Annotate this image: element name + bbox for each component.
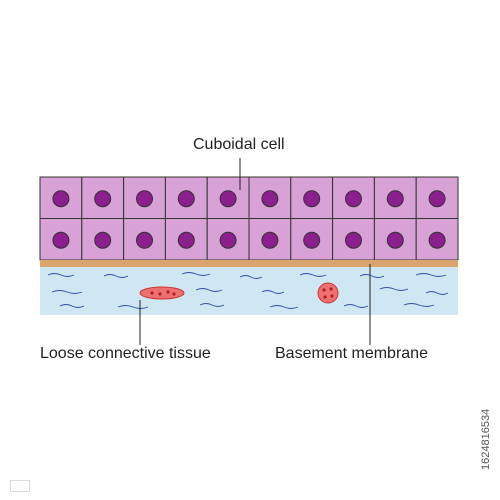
round-blood-cell-granule xyxy=(323,295,327,299)
connective-fiber xyxy=(261,290,285,294)
cell-nucleus xyxy=(177,231,195,249)
cell-nucleus xyxy=(52,231,70,249)
round-blood-cell-granule xyxy=(330,294,334,298)
round-blood-cell-granule xyxy=(322,288,326,292)
cell-nucleus xyxy=(219,190,237,208)
stock-watermark-logo-icon xyxy=(10,480,30,492)
cell-nucleus xyxy=(136,190,153,208)
connective-fiber xyxy=(199,303,225,307)
cell-nucleus xyxy=(386,231,404,249)
elongated-blood-cell-granule xyxy=(150,291,154,295)
connective-fiber xyxy=(359,274,385,278)
stock-image-id: 1624816534 xyxy=(480,408,492,470)
elongated-blood-cell-granule xyxy=(172,292,176,296)
cell-nucleus xyxy=(261,231,279,249)
connective-fiber xyxy=(47,273,75,277)
connective-fiber xyxy=(299,273,327,277)
basement-membrane xyxy=(40,260,458,267)
cell-nucleus xyxy=(386,190,404,208)
connective-fiber xyxy=(403,303,435,307)
cell-nucleus xyxy=(94,190,112,208)
cell-nucleus xyxy=(52,190,70,208)
connective-fiber xyxy=(59,304,85,308)
connective-fiber xyxy=(379,287,409,291)
basement-membrane-label: Basement membrane xyxy=(275,345,428,362)
connective-fiber xyxy=(425,291,449,295)
cell-nucleus xyxy=(428,190,446,208)
connective-fiber xyxy=(181,272,211,276)
cell-nucleus xyxy=(177,190,195,208)
cuboidal-cell xyxy=(164,218,208,261)
connective-fiber xyxy=(117,305,149,309)
connective-fiber xyxy=(343,304,369,308)
cell-nucleus xyxy=(303,231,321,249)
cell-nucleus xyxy=(219,231,237,249)
round-blood-cell-granule xyxy=(329,287,333,291)
connective-fiber xyxy=(415,273,447,277)
connective-fiber xyxy=(195,288,223,292)
connective-fiber xyxy=(103,274,129,278)
round-blood-cell xyxy=(317,282,339,304)
cell-nucleus xyxy=(303,190,321,208)
connective-fiber xyxy=(51,290,83,294)
cuboidal-cell xyxy=(332,176,375,219)
cell-nucleus xyxy=(345,190,362,208)
cuboidal-cell-label: Cuboidal cell xyxy=(193,136,285,153)
loose-connective-tissue-label: Loose connective tissue xyxy=(40,345,211,362)
cell-nucleus xyxy=(94,231,112,249)
cuboidal-cell-layer xyxy=(39,176,459,261)
cell-nucleus xyxy=(428,231,446,249)
cell-nucleus xyxy=(136,231,153,249)
elongated-blood-cell-granule xyxy=(158,292,162,296)
elongated-blood-cell-granule xyxy=(166,290,170,294)
elongated-blood-cell xyxy=(139,286,185,300)
connective-fibers xyxy=(47,272,449,309)
connective-fiber xyxy=(239,275,263,279)
connective-fiber xyxy=(269,305,299,309)
cell-nucleus xyxy=(345,231,362,249)
loose-connective-tissue xyxy=(40,267,458,315)
cell-nucleus xyxy=(261,190,279,208)
